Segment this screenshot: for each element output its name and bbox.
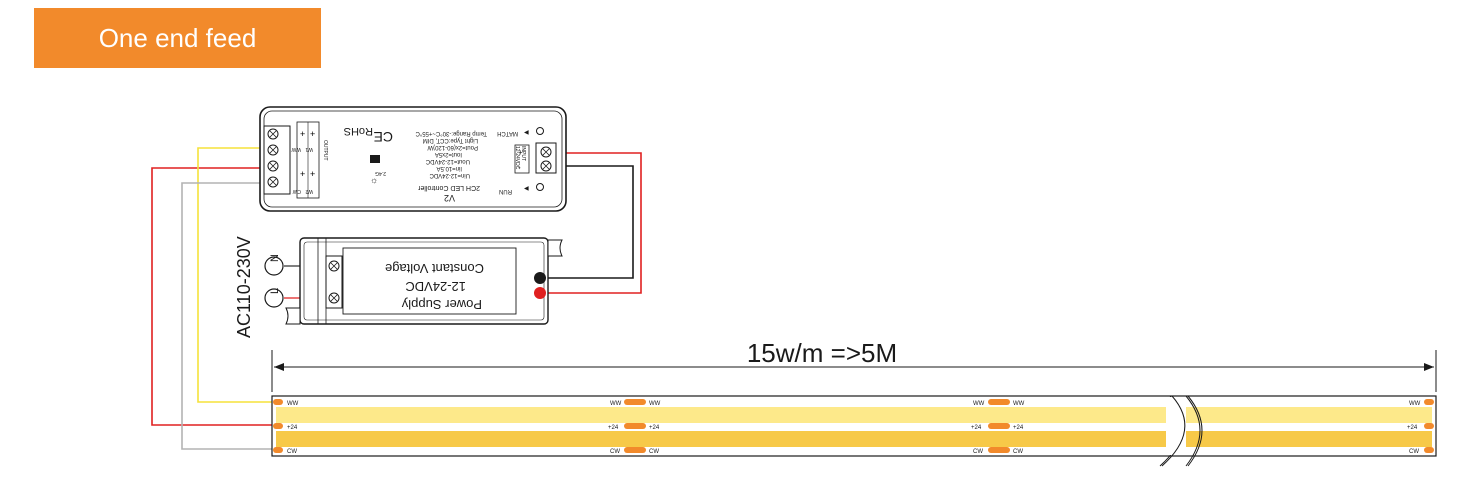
pad-label-cw-e: CW	[1409, 449, 1419, 455]
controller-model: V2	[444, 193, 455, 203]
mains-input: N L AC110-230V	[234, 236, 284, 338]
controller-spec-3: Iout=2x5A	[435, 151, 462, 157]
output-label: OUTPUT	[322, 140, 328, 161]
pad-label-cw-c: CW	[973, 449, 983, 455]
controller-spec-0: Uin=12-24VDC	[429, 172, 470, 178]
gray-wire-cw	[181, 182, 272, 450]
section-title: One end feed	[98, 22, 257, 53]
pad-label-cw-b: CW	[649, 449, 659, 455]
pad-label-24-d: +24	[1013, 425, 1024, 431]
pad-label-24-e: +24	[1407, 425, 1418, 431]
psu-negative-terminal	[534, 272, 546, 284]
pad-label-ww-d: WW	[1013, 401, 1025, 407]
length-dimension: 15w/m =>5M	[271, 338, 1437, 392]
controller-spec-1: Iin=10.5A	[436, 165, 462, 171]
run-label: RUN	[499, 188, 512, 194]
controller-spec-2: Uout=12-24VDC	[425, 158, 470, 164]
svg-text:-: -	[518, 163, 521, 172]
solder-pads-start: WW +24 CW	[273, 399, 299, 455]
red-wire-psu-to-controller	[540, 152, 642, 294]
pad-label-ww-b: WW	[649, 401, 661, 407]
black-wire-psu-to-controller	[540, 165, 634, 279]
psu-positive-terminal	[534, 287, 546, 299]
yellow-wire-ww	[197, 147, 272, 403]
output-ch-w2: W2	[305, 188, 313, 194]
power-supply-box: Constant Voltage 12-24VDC Power Supply	[285, 237, 563, 325]
pad-label-ww-e: WW	[1409, 401, 1421, 407]
pad-label-ww-c: WW	[973, 401, 985, 407]
svg-text:+: +	[310, 129, 315, 139]
match-label: MATCH	[497, 130, 518, 136]
pad-label-24-b: +24	[649, 425, 660, 431]
rohs-mark: RoHS	[344, 125, 373, 137]
strip-ww-band	[276, 407, 1432, 423]
pad-label-ww-a: WW	[610, 401, 622, 407]
match-button	[536, 127, 544, 135]
output-ch-cw: CW	[292, 188, 301, 194]
solder-pads-mid1: WW WW +24 +24 CW CW	[608, 399, 661, 455]
solder-pads-mid2: WW WW +24 +24 CW CW	[971, 399, 1025, 455]
pad-label-cw: CW	[287, 449, 297, 455]
red-wire-strip-to-controller	[151, 167, 272, 426]
svg-text:+: +	[518, 148, 523, 157]
solder-pads-end: WW +24 CW	[1407, 399, 1434, 455]
input-label: INPUT	[520, 146, 526, 161]
strip-cw-band	[276, 431, 1432, 447]
svg-text:◀: ◀	[524, 186, 529, 192]
ce-mark: CE	[374, 129, 393, 145]
section-title-badge: One end feed	[34, 8, 321, 68]
svg-text:+: +	[310, 169, 315, 179]
output-ch-ww: WW	[291, 146, 301, 152]
live-label: L	[269, 288, 281, 294]
svg-text:◀: ◀	[524, 130, 529, 136]
neutral-terminal-icon	[264, 256, 284, 276]
antenna-icon	[370, 155, 380, 163]
pad-label-cw-d: CW	[1013, 449, 1023, 455]
wireless-icon: ☼	[370, 175, 378, 185]
psu-line-voltage: 12-24VDC	[405, 279, 466, 294]
controller-spec-4: Pout=2x(60-120)W	[427, 144, 478, 150]
svg-text:+: +	[300, 129, 305, 139]
led-strip: WW +24 CW WW WW +24 +24 CW CW WW WW +24 …	[271, 395, 1437, 467]
wireless-label: 2.4G	[375, 170, 386, 176]
input-voltage: 12-24VDC	[514, 146, 520, 170]
mains-voltage-label: AC110-230V	[234, 236, 254, 338]
controller-spec-5: Light Type:CCT, DIM	[423, 137, 478, 143]
pad-label-24: +24	[287, 425, 298, 431]
controller-name: 2CH LED Controller	[417, 184, 480, 191]
controller-box: + + + + WW W1 W2 CW OUTPUT V2 2CH LED Co…	[259, 106, 567, 212]
run-led	[536, 183, 544, 191]
pad-label-cw-a: CW	[610, 449, 620, 455]
psu-line-power-supply: Power Supply	[401, 297, 482, 312]
output-terminal-screws	[267, 128, 279, 188]
pad-label-24-a: +24	[608, 425, 619, 431]
pad-label-24-c: +24	[971, 425, 982, 431]
output-ch-w1: W1	[305, 146, 313, 152]
psu-line-constant-voltage: Constant Voltage	[385, 261, 484, 276]
pad-label-ww: WW	[287, 401, 299, 407]
svg-text:+: +	[300, 169, 305, 179]
neutral-label: N	[269, 254, 281, 262]
controller-spec-6: Temp Range:-30°C~+55°C	[415, 130, 487, 136]
length-label: 15w/m =>5M	[747, 338, 897, 368]
live-terminal-icon	[264, 288, 284, 308]
